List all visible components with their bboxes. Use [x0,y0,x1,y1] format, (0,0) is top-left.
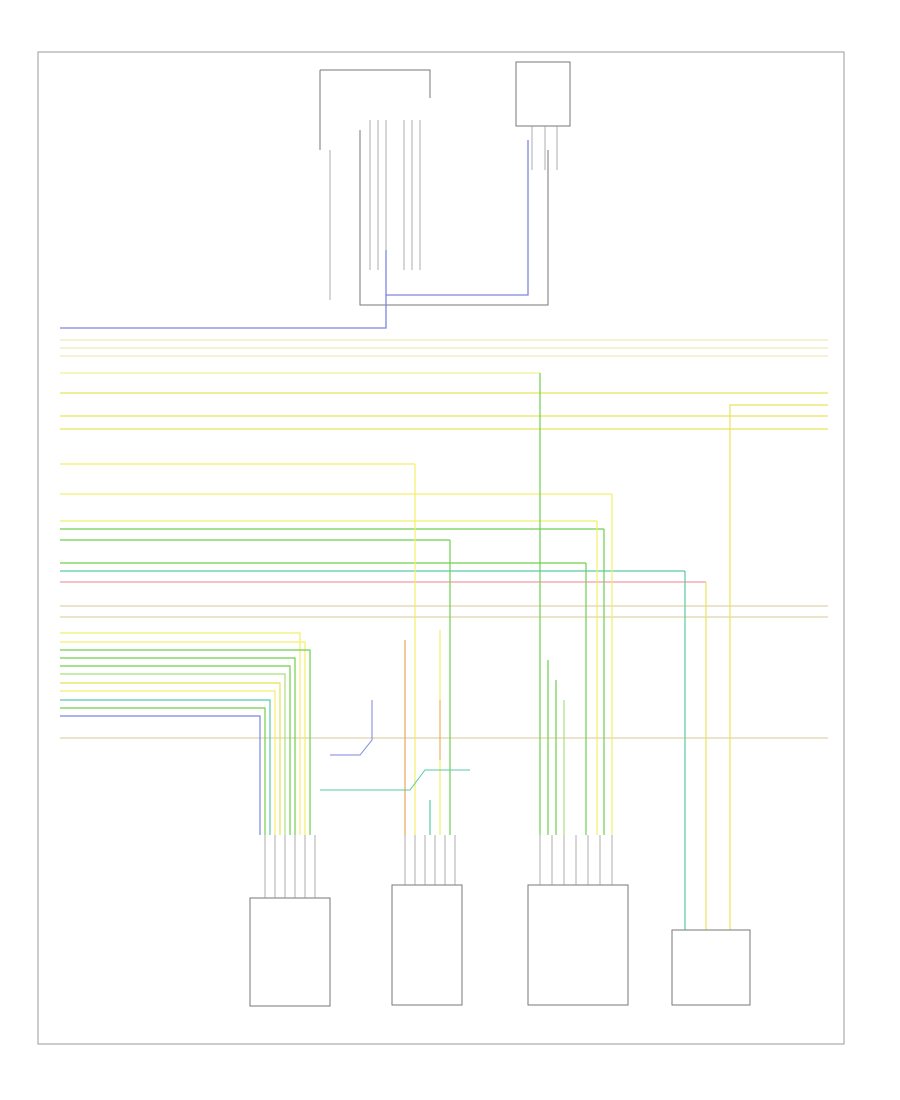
diagram-frame [37,51,845,1045]
top-left-pins [329,120,421,300]
top-splice-box [359,130,549,306]
bottom-pins [264,835,613,898]
branch-wires-left [60,632,311,835]
bottom-component-3 [527,884,629,1006]
bottom-component-4 [671,929,751,1006]
top-left-component [319,69,431,150]
bottom-component-1 [249,897,331,1007]
blue-wire-left [60,295,387,329]
top-right-pins [531,126,558,170]
blue-wire-top [385,140,529,296]
bus-wires [60,339,828,739]
splice-wires [320,700,470,791]
top-right-component [515,61,571,127]
bottom-component-2 [391,884,463,1006]
vertical-drop-wires [404,373,828,930]
